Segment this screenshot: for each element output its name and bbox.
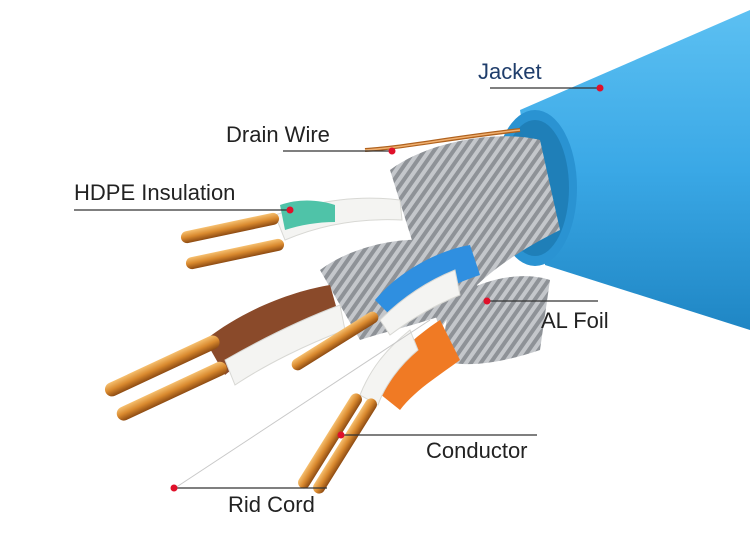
rip-cord [174,319,431,489]
pointer-rid-cord [170,484,178,492]
pointer-hdpe-insulation [286,206,294,214]
pair-orange-white [298,320,460,494]
pointer-dots [170,84,604,492]
pair-blue-white [291,245,480,371]
leader-lines [74,87,600,489]
pair-green-white [180,197,403,270]
label-drain-wire: Drain Wire [226,122,330,147]
pointer-jacket [596,84,604,92]
label-hdpe-insulation: HDPE Insulation [74,180,236,205]
pointer-drain-wire [388,147,396,155]
label-rid-cord: Rid Cord [228,492,315,517]
pointer-conductor [337,431,345,439]
label-jacket: Jacket [478,59,542,84]
label-al-foil: AL Foil [541,308,609,333]
label-conductor: Conductor [426,438,528,463]
drain-wire [364,128,521,152]
pair-brown-white [104,285,346,421]
pointer-al-foil [483,297,491,305]
